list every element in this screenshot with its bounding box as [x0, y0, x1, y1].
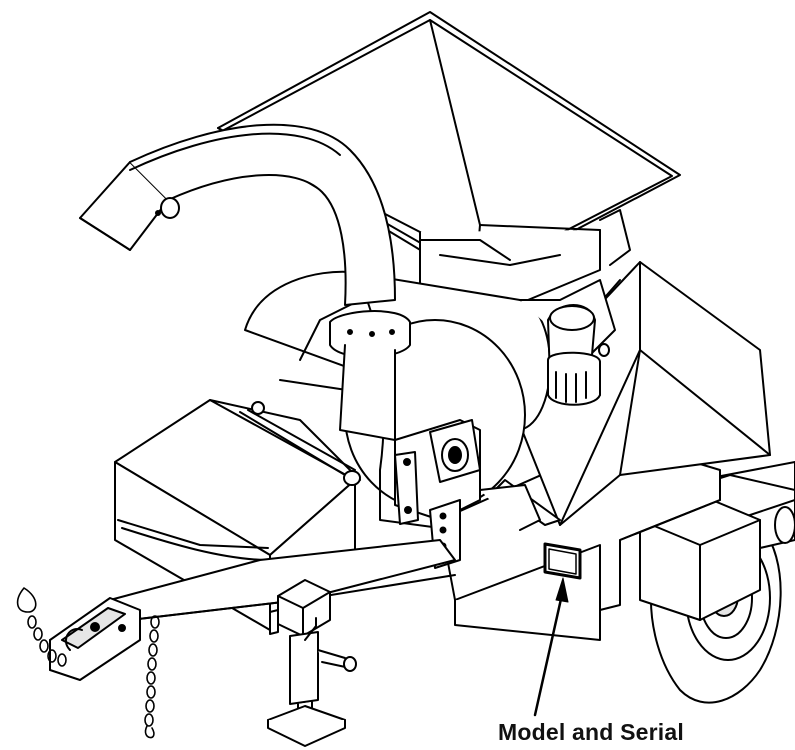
- discharge-chute: [79, 123, 411, 441]
- safety-chains: [16, 587, 160, 739]
- feed-roller-knob: [547, 304, 610, 406]
- fender-assembly: [639, 461, 795, 621]
- model-serial-callout-label: Model and Serial: [498, 719, 684, 745]
- model-serial-plate: [543, 542, 582, 580]
- jack-stand: [267, 579, 357, 747]
- callout-arrow: [533, 577, 569, 717]
